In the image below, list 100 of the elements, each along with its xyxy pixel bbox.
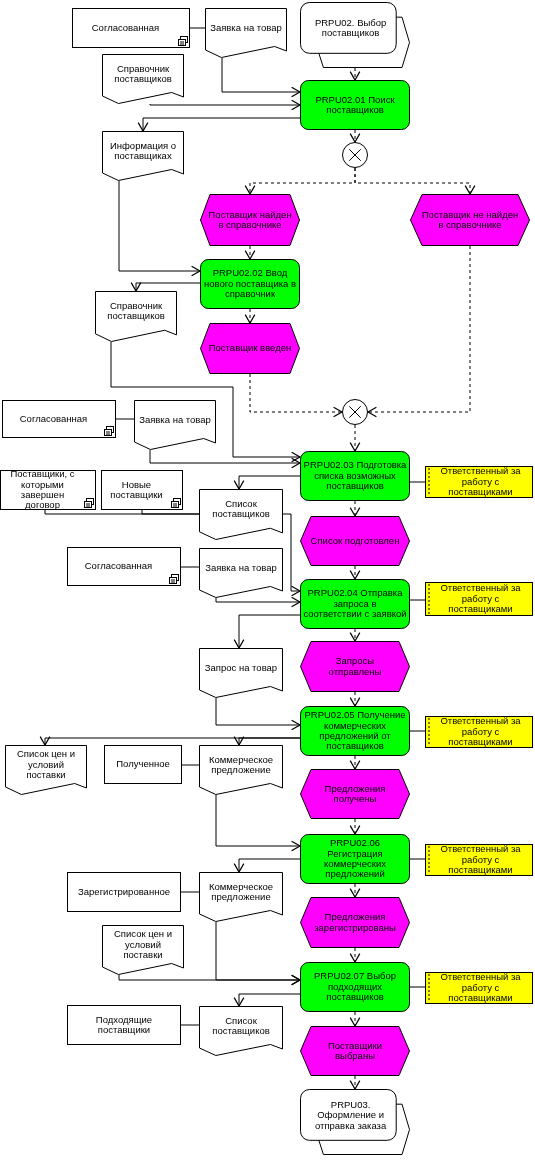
- event-hexagon: [200, 194, 300, 246]
- information-box: [0, 470, 96, 510]
- arrow: [367, 245, 471, 418]
- connector-line: [189, 27, 206, 29]
- node-label: Коммерческое предложение: [207, 881, 275, 903]
- information-box: [101, 470, 183, 510]
- document-shape: [102, 925, 184, 975]
- process-interface-shape: [300, 2, 410, 68]
- node-label: Коммерческое предложение: [207, 754, 275, 776]
- document-shape: [205, 8, 287, 58]
- node-label: Поставщик найден в справочнике: [208, 209, 292, 231]
- document-shape: [199, 648, 283, 698]
- function-box: [300, 834, 410, 884]
- node-label: PRPU02.05 Получение коммерческих предложений от поставщиков: [303, 710, 407, 752]
- connector-line: [180, 1024, 200, 1026]
- arrow: [349, 755, 361, 770]
- node-label: PRPU02.07 Выбор подходящих поставщиков: [313, 971, 397, 1003]
- xor-connector: [342, 142, 368, 168]
- document-shape: [199, 1006, 283, 1056]
- node-label: Полученное: [116, 759, 170, 770]
- arrow: [349, 67, 361, 81]
- event-hexagon: [300, 641, 410, 692]
- node-label: Предложения зарегистрированы: [313, 912, 397, 933]
- document-shape: [199, 872, 283, 922]
- node-label: Подходящие поставщики: [94, 1014, 154, 1036]
- node-label: PRPU03. Оформление и отправка заказа: [313, 1099, 388, 1132]
- arrow: [233, 736, 301, 746]
- node-label: Справочник поставщиков: [113, 63, 173, 85]
- connector-line: [141, 509, 200, 515]
- node-label: PRPU02.02 Ввод нового поставщика в справочник: [203, 268, 297, 300]
- arrow: [221, 57, 301, 98]
- role-box: [425, 844, 533, 876]
- arrow: [149, 99, 301, 111]
- function-box: [300, 579, 410, 629]
- arrow: [349, 129, 361, 143]
- node-label: Список цен и условий поставки: [112, 929, 174, 961]
- arrow: [249, 373, 343, 418]
- arrow: [349, 628, 361, 642]
- information-box: [67, 872, 181, 912]
- arrow: [244, 308, 256, 324]
- arrow: [215, 794, 301, 852]
- arrow: [110, 341, 301, 463]
- xor-connector: [342, 399, 368, 425]
- arrow: [349, 691, 361, 707]
- process-interface-shape: [300, 1089, 410, 1155]
- node-label: Заявка на товар: [205, 562, 277, 574]
- arrow: [349, 424, 361, 452]
- document-shape: [199, 548, 283, 598]
- node-label: Поставщик введен: [208, 343, 292, 354]
- function-box: [300, 80, 410, 130]
- arrow: [215, 697, 301, 731]
- node-label: PRPU02.04 Отправка запроса в соответствии с заявкой: [303, 588, 407, 620]
- node-label: Поставщики, с которыми завершен договор: [9, 469, 76, 511]
- arrow: [215, 596, 301, 608]
- node-label: Ответственный за работу с поставщиками: [439, 466, 522, 498]
- node-label: Согласованная: [91, 22, 160, 34]
- event-hexagon: [410, 194, 530, 246]
- role-box: [425, 716, 533, 748]
- node-label: Запрос на товар: [204, 662, 278, 674]
- node-label: Заявка на товар: [139, 414, 211, 426]
- arrow: [233, 614, 301, 649]
- node-label: PRPU02. Выбор поставщиков: [313, 17, 388, 39]
- arrow: [137, 117, 301, 132]
- node-label: PRPU02.06 Регистрация коммерческих предложений: [322, 838, 388, 880]
- arrow: [118, 974, 301, 986]
- information-box: [104, 745, 182, 784]
- arrow: [349, 1075, 361, 1090]
- arrow: [354, 167, 476, 195]
- role-box: [425, 972, 533, 1004]
- function-box: [300, 451, 410, 501]
- information-box: [67, 1005, 181, 1045]
- arrow: [233, 858, 301, 873]
- information-box: [2, 400, 116, 438]
- connector-line: [409, 730, 426, 732]
- arrow: [349, 1011, 361, 1027]
- arrow: [349, 883, 361, 898]
- node-label: PRPU02.03 Подготовка списка возможных поставщиков: [303, 460, 407, 492]
- node-label: Поставщик не найден в справочнике: [420, 209, 520, 231]
- arrow: [233, 993, 301, 1007]
- node-label: Ответственный за работу с поставщиками: [439, 844, 522, 876]
- node-label: Заявка на товар: [210, 22, 282, 34]
- connector-line: [409, 599, 426, 601]
- node-label: Список поставщиков: [211, 1015, 271, 1037]
- node-label: Зарегистрированное: [78, 886, 170, 898]
- node-label: PRPU02.01 Поиск поставщиков: [314, 94, 396, 116]
- arrow: [282, 513, 301, 597]
- document-shape: [199, 745, 283, 795]
- document-shape: [5, 745, 87, 795]
- information-box: [72, 8, 190, 48]
- function-box: [300, 962, 410, 1012]
- arrow: [149, 449, 301, 469]
- connector-line: [409, 858, 426, 860]
- role-box: [425, 582, 533, 616]
- arrow: [244, 245, 256, 260]
- arrow: [118, 180, 201, 277]
- node-label: Список цен и условий поставки: [15, 749, 77, 781]
- arrow: [349, 500, 361, 517]
- arrow: [130, 282, 201, 292]
- node-label: Справочник поставщиков: [106, 300, 166, 322]
- event-hexagon: [300, 516, 410, 566]
